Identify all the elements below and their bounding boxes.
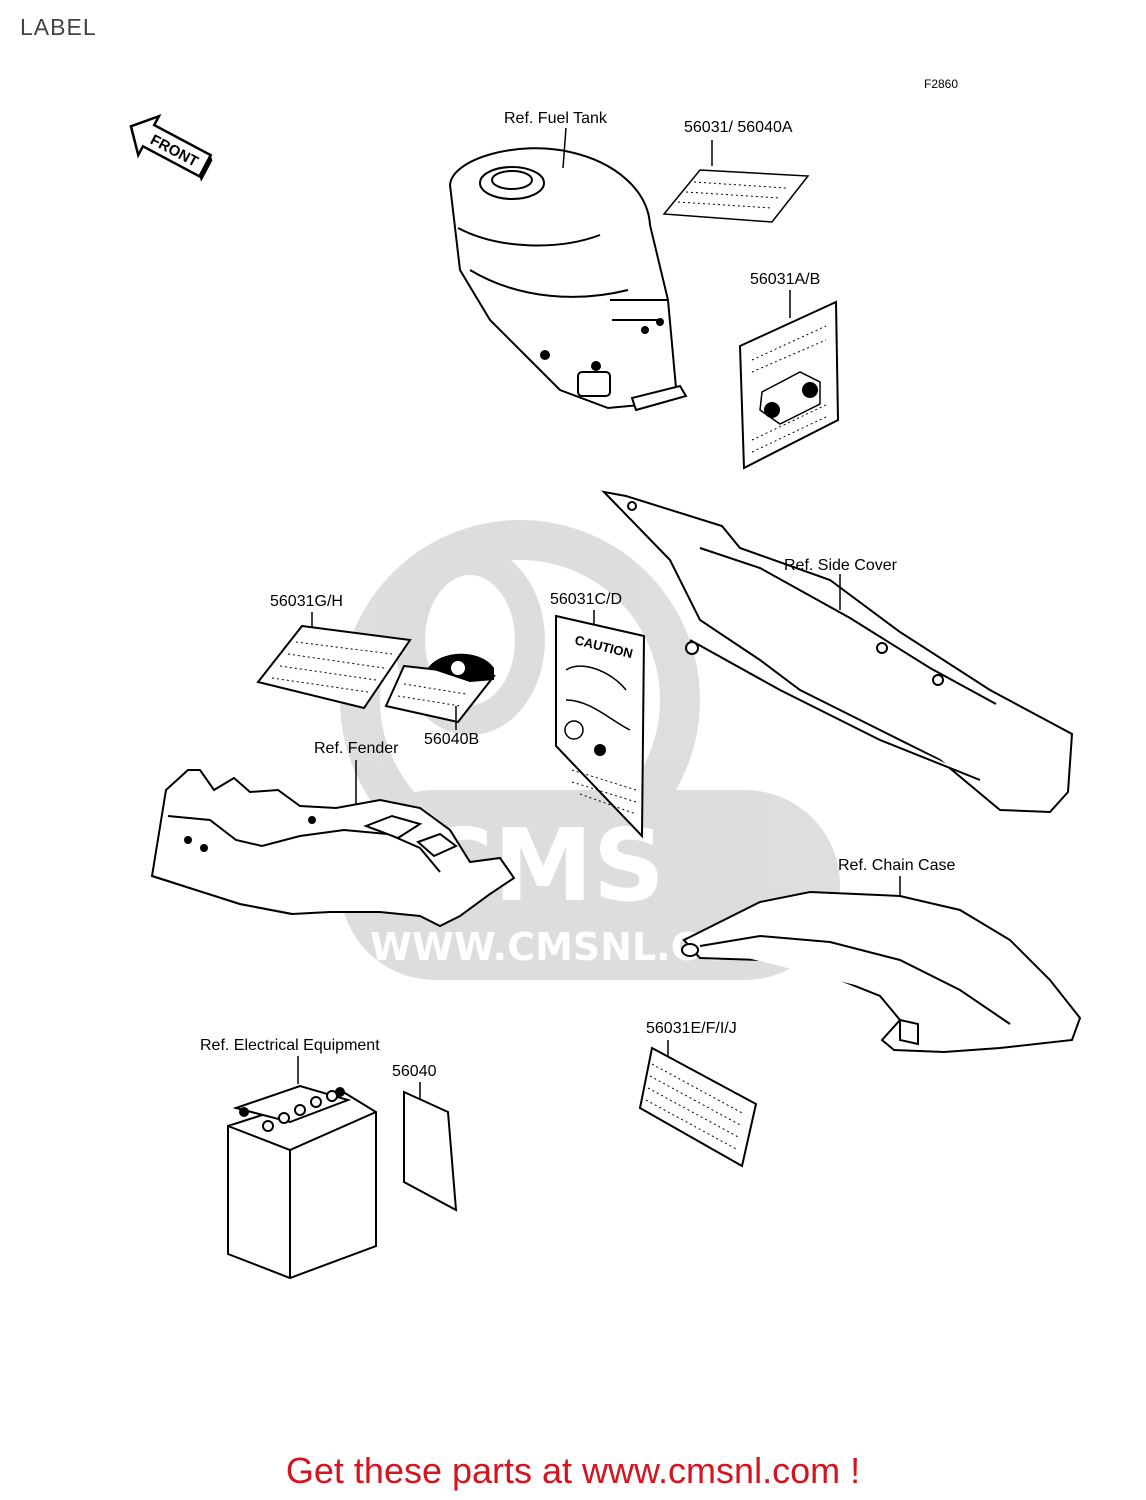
part-56031gh-label: 56031G/H — [270, 593, 343, 610]
sticker-56031efij — [638, 1046, 758, 1168]
part-56031ab-label: 56031A/B — [750, 271, 820, 288]
fender-drawing — [150, 769, 516, 928]
part-56040-label: 56040 — [392, 1063, 437, 1080]
fuel-tank-leader — [562, 127, 567, 169]
chain-case-drawing — [681, 890, 1082, 1054]
side-cover-drawing — [601, 490, 1074, 814]
get-parts-link[interactable]: Get these parts at www.cmsnl.com ! — [285, 1450, 861, 1491]
part-56031efij-label: 56031E/F/I/J — [646, 1020, 737, 1037]
figure-id: F2860 — [924, 77, 958, 91]
sticker-56031ab — [738, 300, 840, 470]
sticker-56031cd: CAUTION — [555, 614, 646, 839]
parts-diagram: CMS WWW.CMSNL.COM F2860 FRONT Ref. Fuel … — [129, 77, 1082, 1280]
front-arrow-icon: FRONT — [129, 113, 213, 182]
part-56040b-label: 56040B — [424, 731, 479, 748]
sticker-56031gh — [256, 624, 412, 710]
page-title: LABEL — [20, 14, 97, 40]
side-cover-label: Ref. Side Cover — [784, 557, 898, 574]
fender-label: Ref. Fender — [314, 740, 399, 757]
sticker-56031-56040a — [662, 169, 810, 223]
sticker-56040b — [384, 653, 496, 724]
part-56031cd-label: 56031C/D — [550, 591, 622, 608]
fuel-tank-drawing — [448, 147, 688, 412]
fuel-tank-label: Ref. Fuel Tank — [504, 110, 608, 127]
battery-drawing — [227, 1084, 377, 1280]
chain-case-label: Ref. Chain Case — [838, 857, 955, 874]
electrical-label: Ref. Electrical Equipment — [200, 1037, 380, 1054]
sticker-56040 — [403, 1090, 458, 1212]
part-56031-56040a-label: 56031/ 56040A — [684, 119, 793, 136]
